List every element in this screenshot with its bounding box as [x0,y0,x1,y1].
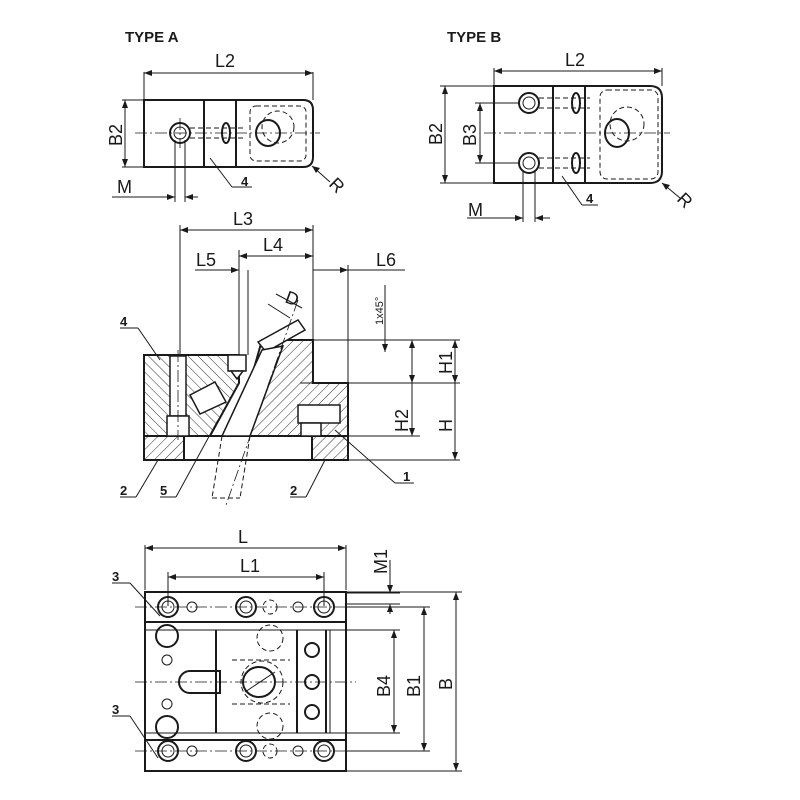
dim-d: D [283,287,302,310]
dim-l: L [238,527,248,547]
dim-l5: L5 [196,250,216,270]
plan-view: L L1 M1 B4 B1 B [112,527,462,772]
diagonal-bolt [211,299,307,506]
callout-2-right: 2 [290,483,297,498]
dim-l4: L4 [263,235,283,255]
callout-4-section: 4 [120,314,128,329]
type-b-title: TYPE B [447,29,501,46]
dim-r-a: R [325,174,348,197]
dim-l2-a: L2 [215,51,235,71]
callout-2-left: 2 [120,483,127,498]
dim-r-b: R [673,189,696,212]
type-a-title: TYPE A [125,29,179,46]
spacer-plate-right [311,435,349,461]
callout-5: 5 [160,483,167,498]
chamfer-note: 1x45° [374,297,386,325]
callout-4-b: 4 [586,191,594,206]
base-outline [144,591,347,772]
callout-1: 1 [403,469,410,484]
dim-h2: H2 [392,409,412,432]
dim-m1: M1 [371,549,391,574]
dim-b3-b: B3 [460,124,480,146]
dim-b1: B1 [404,675,424,697]
dim-l6: L6 [376,250,396,270]
dim-l2-b: L2 [565,50,585,70]
type-b-body [493,85,663,184]
dim-b: B [436,678,456,690]
dim-l1: L1 [240,556,260,576]
dim-b2-a: B2 [106,124,126,146]
dim-b2-b: B2 [426,123,446,145]
dim-m-a: M [117,177,132,197]
callout-3-bottom: 3 [112,702,119,717]
section-view: L3 L4 L5 L6 1x45° H1 [120,209,460,506]
dim-b4: B4 [374,675,394,697]
callout-3-top: 3 [112,569,119,584]
dim-h1: H1 [436,351,456,374]
dim-h: H [436,419,456,432]
type-a-body [143,99,314,168]
type-b-view: TYPE B L2 B2 B3 [426,29,697,222]
type-a-view: TYPE A L2 B2 [106,29,349,202]
dim-m-b: M [468,200,483,220]
mounting-holes [157,596,335,762]
callout-4-a: 4 [241,174,249,189]
dim-l3: L3 [233,209,253,229]
